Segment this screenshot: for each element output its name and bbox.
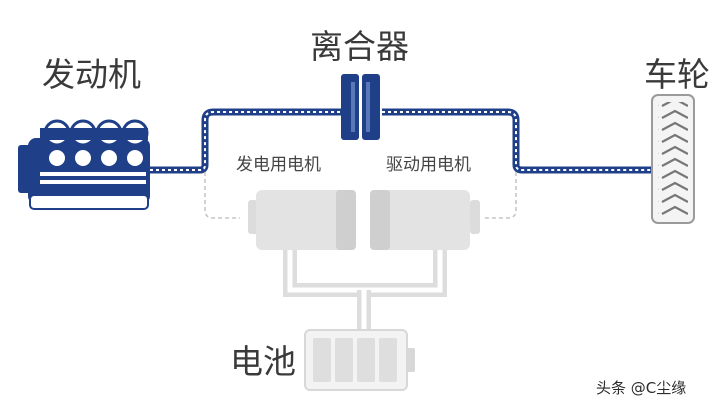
generator-label: 发电用电机 — [236, 155, 321, 175]
watermark: 头条 @C尘缘 — [596, 379, 687, 397]
wheel-label: 车轮 — [644, 55, 710, 94]
mechanical-link-active — [150, 108, 652, 174]
battery-label: 电池 — [230, 342, 296, 381]
clutch-icon — [341, 74, 380, 140]
engine-icon — [18, 119, 150, 210]
drive-motor — [370, 190, 480, 250]
drive-motor-label: 驱动用电机 — [386, 155, 471, 175]
engine-label: 发动机 — [42, 55, 141, 94]
wheel-icon — [651, 94, 695, 224]
motor-link-inactive — [204, 172, 517, 219]
electric-link-inactive — [283, 250, 447, 330]
battery-icon — [304, 329, 415, 391]
clutch-label: 离合器 — [310, 27, 409, 66]
generator-motor — [248, 190, 356, 250]
